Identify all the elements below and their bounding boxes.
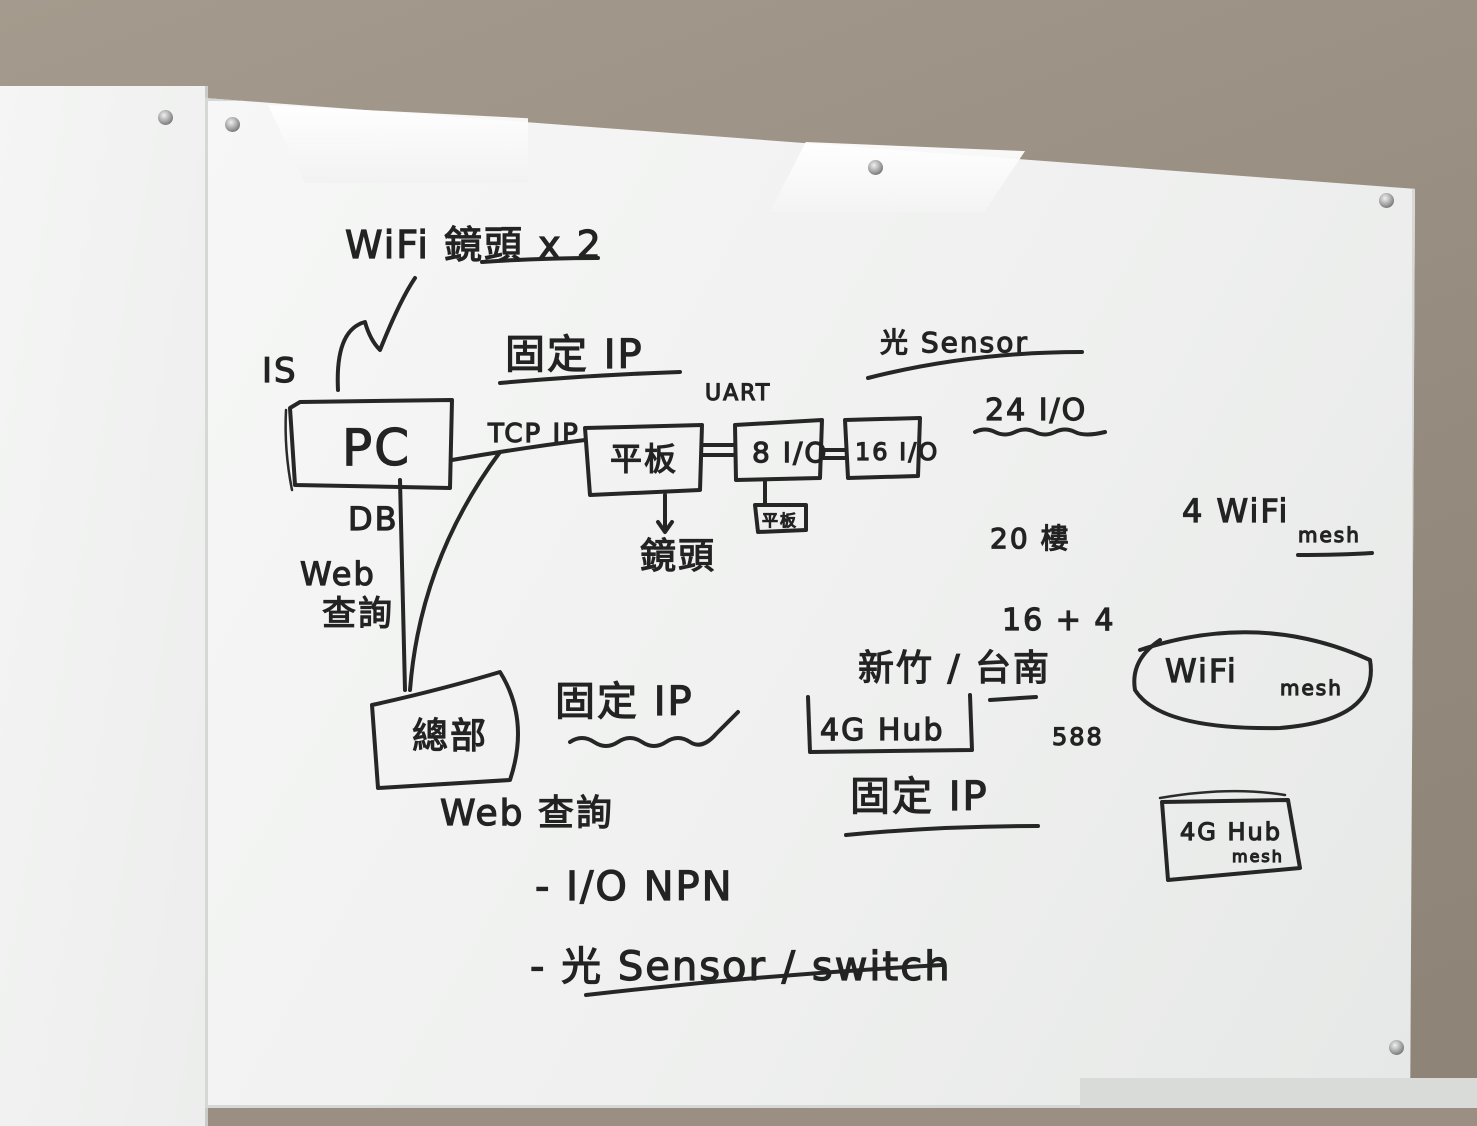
small-box-label: 平板 <box>762 511 798 530</box>
hub4g-box <box>806 693 974 754</box>
wifi-mesh-sub-label: mesh <box>1280 676 1343 700</box>
underline <box>973 427 1107 437</box>
fixed-ip-mid-label: 固定 IP <box>555 679 694 725</box>
underline <box>584 963 944 997</box>
wifi4-label: 4 WiFi <box>1182 492 1289 530</box>
tablet-box <box>583 423 704 497</box>
magnet-icon <box>1379 193 1394 208</box>
magnet-icon <box>158 110 173 125</box>
hub4g-mesh-label: 4G Hub <box>1180 818 1282 846</box>
web-query-bottom-label: Web 查詢 <box>440 793 614 834</box>
headquarters-box <box>370 670 520 790</box>
io24-label: 24 I/O <box>985 393 1087 428</box>
io8-label: 8 I/O <box>752 436 828 469</box>
city-label: 新竹 / 台南 <box>858 648 1051 689</box>
bullet-light-switch: - 光 Sensor / switch <box>530 944 952 990</box>
connector-line <box>450 438 587 462</box>
tcpip-label: TCP IP <box>487 419 580 449</box>
underline <box>844 824 1040 837</box>
connector-line <box>408 450 502 692</box>
web-label: Web <box>300 555 376 593</box>
io16-label: 16 I/O <box>855 438 939 466</box>
hub4g-mesh-box <box>1160 798 1302 882</box>
pc-label: PC <box>342 419 411 477</box>
wifi-camera-label: WiFi 鏡頭 x 2 <box>345 223 603 267</box>
small-box <box>753 503 808 534</box>
underline <box>866 350 1084 380</box>
sixteen-plus-four-label: 16 + 4 <box>1002 603 1115 638</box>
is-label: IS <box>262 351 298 391</box>
io8-box <box>733 418 824 482</box>
underline <box>498 370 682 385</box>
connector-line <box>398 478 407 692</box>
mesh-label: mesh <box>1298 523 1361 547</box>
underline <box>988 695 1038 702</box>
hub4g-mesh-sub-label: mesh <box>1232 847 1284 866</box>
db-label: DB <box>348 500 399 538</box>
headquarters-label: 總部 <box>412 716 488 757</box>
wifi-mesh-label: WiFi <box>1165 652 1238 690</box>
number-588-label: 588 <box>1052 723 1104 751</box>
light-reflection <box>268 105 528 183</box>
pc-box <box>288 398 454 490</box>
wifi-mesh-circle <box>1132 630 1373 731</box>
whiteboard-main-panel <box>205 98 1415 1108</box>
query-label: 查詢 <box>322 594 394 634</box>
light-reflection <box>770 142 1025 212</box>
whiteboard-left-panel <box>0 86 208 1126</box>
tablet-label: 平板 <box>610 440 678 478</box>
bullet-io-npn: - I/O NPN <box>535 864 734 910</box>
light-sensor-label: 光 Sensor <box>880 326 1029 359</box>
checkmark <box>335 276 417 392</box>
underline <box>480 256 600 264</box>
magnet-icon <box>1389 1040 1404 1055</box>
io16-box <box>843 416 922 480</box>
fixed-ip-label: 固定 IP <box>505 332 644 378</box>
magnet-icon <box>868 160 883 175</box>
underline <box>1296 551 1374 557</box>
underline <box>568 710 740 748</box>
magnet-icon <box>225 117 240 132</box>
fixed-ip-bottom-label: 固定 IP <box>850 774 989 820</box>
hub4g-label: 4G Hub <box>820 713 945 748</box>
uart-label: UART <box>705 381 771 406</box>
floor20-label: 20 樓 <box>990 522 1071 555</box>
camera-label: 鏡頭 <box>640 536 716 577</box>
marker-tray <box>1080 1078 1477 1108</box>
